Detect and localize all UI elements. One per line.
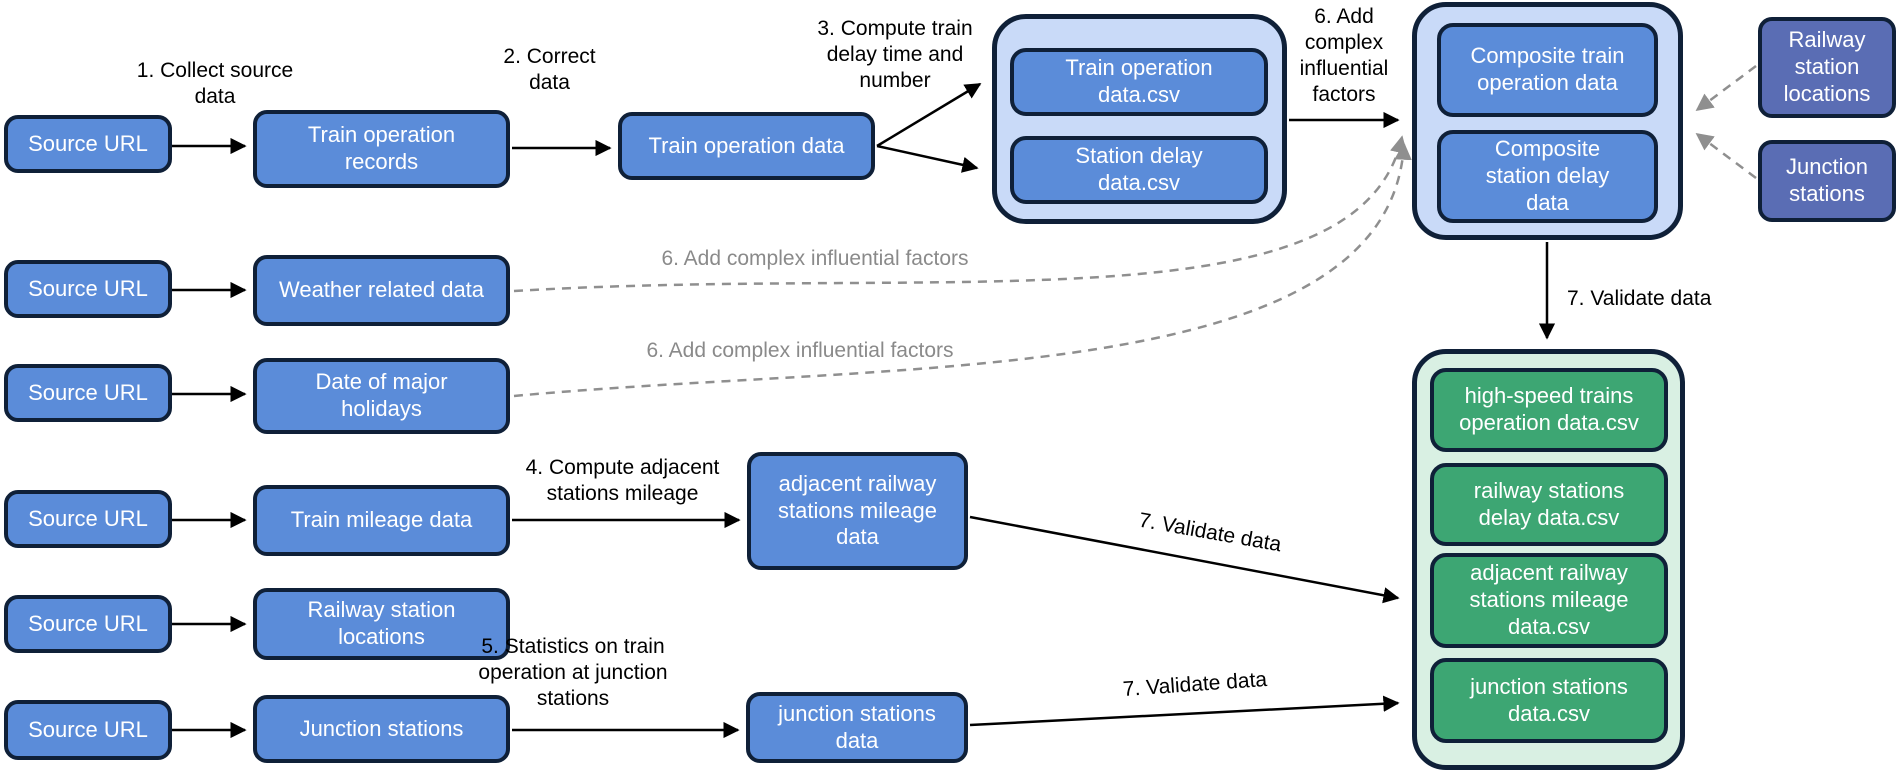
junction-stations-csv-node: junction stations data.csv (1430, 658, 1668, 743)
high-speed-trains-csv-node: high-speed trains operation data.csv (1430, 368, 1668, 452)
arrow-operation-data-to-delay-csv (876, 144, 979, 173)
railway-station-locations-node: Railway station locations (253, 588, 510, 660)
step1-label: 1. Collect source data (136, 59, 294, 109)
source-url-node-4: Source URL (4, 490, 172, 548)
source-url-node-3: Source URL (4, 364, 172, 422)
junction-stations-node: Junction stations (253, 695, 510, 763)
train-mileage-data-node: Train mileage data (253, 485, 510, 556)
railway-stations-delay-csv-node: railway stations delay data.csv (1430, 463, 1668, 546)
step6-block-label: 6. Add complex influential factors (1299, 5, 1389, 107)
source-url-node-1: Source URL (4, 115, 172, 173)
step3-label: 3. Compute train delay time and number (817, 17, 973, 93)
date-of-major-holidays-node: Date of major holidays (253, 358, 510, 434)
step7-composite-label: 7. Validate data (1567, 287, 1712, 310)
step7-junction-label: 7. Validate data (1122, 667, 1268, 702)
step6-holidays-label: 6. Add complex influential factors (646, 339, 954, 362)
step6-weather-label: 6. Add complex influential factors (661, 247, 969, 270)
train-operation-csv-node: Train operation data.csv (1010, 48, 1268, 116)
step2-label: 2. Correct data (503, 45, 596, 95)
dashed-arrow-junction-src-to-composite (1695, 132, 1757, 180)
junction-stations-data-node: junction stations data (746, 692, 968, 763)
station-delay-csv-node: Station delay data.csv (1010, 136, 1268, 204)
step5-label: 5. Statistics on train operation at junc… (478, 635, 668, 711)
source-url-node-2: Source URL (4, 260, 172, 318)
step4-label: 4. Compute adjacent stations mileage (525, 456, 720, 506)
source-url-node-6: Source URL (4, 700, 172, 760)
dashed-arrow-locations-to-composite (1695, 64, 1757, 112)
weather-related-data-node: Weather related data (253, 255, 510, 326)
train-operation-data-node: Train operation data (618, 112, 875, 180)
junction-stations-source-node: Junction stations (1758, 140, 1896, 222)
composite-station-delay-node: Composite station delay data (1437, 130, 1658, 223)
arrow-junction-data-to-validated (969, 695, 1400, 727)
adjacent-stations-mileage-data-node: adjacent railway stations mileage data (747, 452, 968, 570)
step7-mileage-label: 7. Validate data (1136, 508, 1284, 557)
source-url-node-5: Source URL (4, 595, 172, 653)
adjacent-mileage-csv-node: adjacent railway stations mileage data.c… (1430, 553, 1668, 648)
train-operation-records-node: Train operation records (253, 110, 510, 188)
composite-train-operation-node: Composite train operation data (1437, 23, 1658, 117)
railway-station-locations-source-node: Railway station locations (1758, 17, 1896, 118)
